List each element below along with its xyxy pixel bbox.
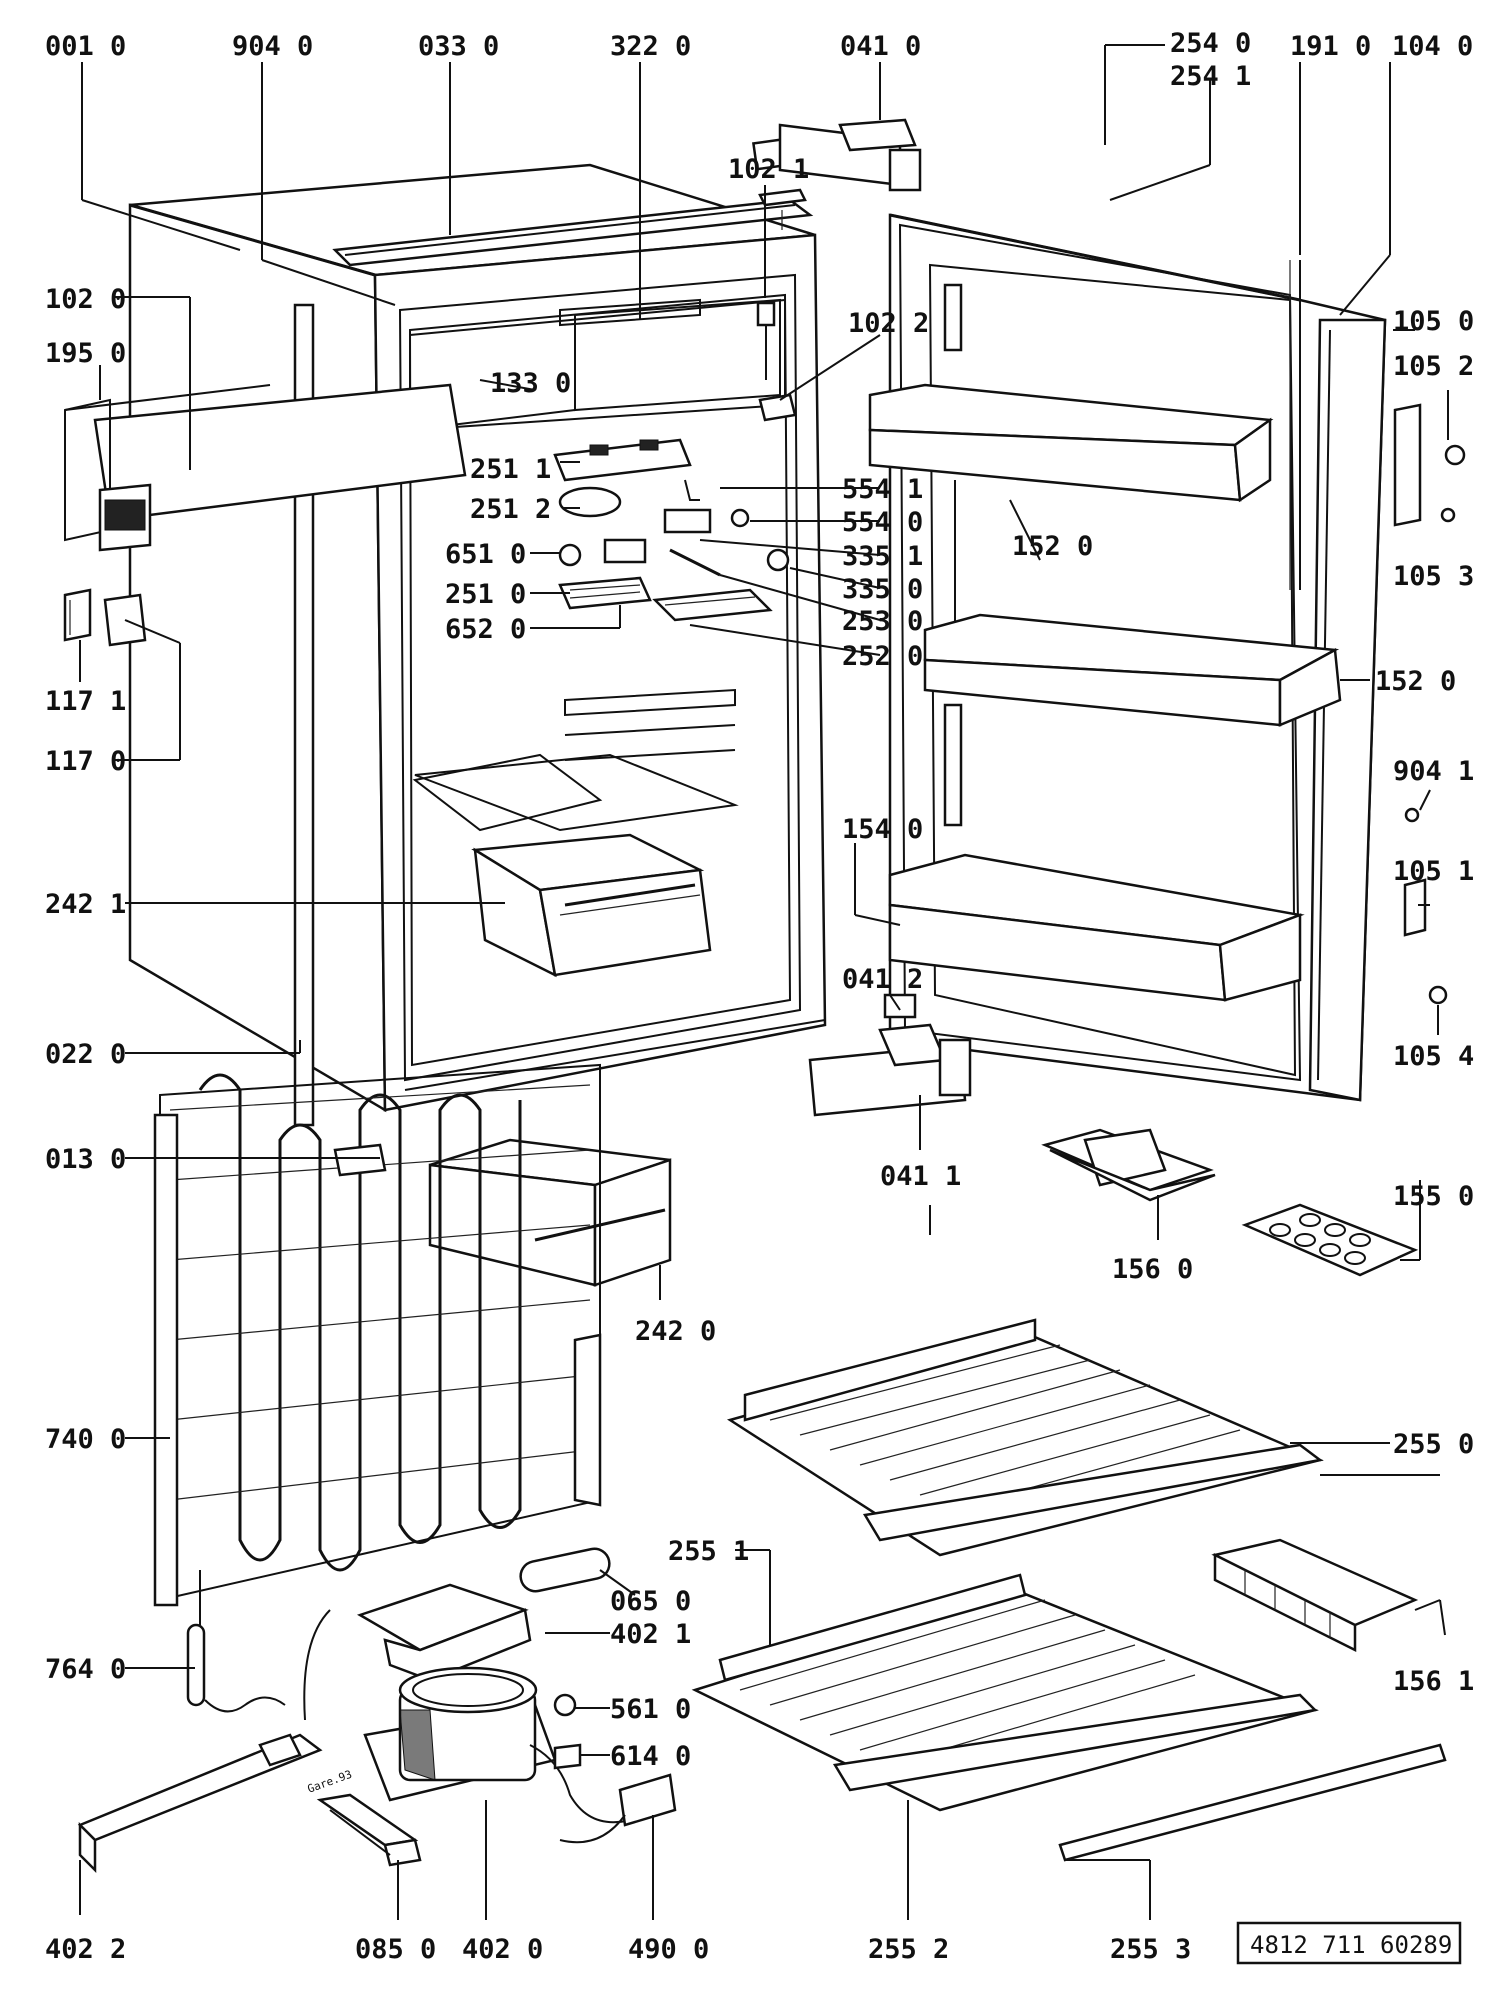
part-callout-322-0: 322 0	[610, 31, 691, 62]
part-callout-253-0: 253 0	[842, 606, 923, 637]
part-callout-402-0: 402 0	[462, 1934, 543, 1965]
part-callout-105-1: 105 1	[1393, 856, 1474, 887]
part-callout-335-0: 335 0	[842, 574, 923, 605]
part-callout-490-0: 490 0	[628, 1934, 709, 1965]
part-callout-105-4: 105 4	[1393, 1041, 1474, 1072]
part-callout-105-3: 105 3	[1393, 561, 1474, 592]
condenser	[153, 1063, 602, 1607]
part-callout-191-0: 191 0	[1290, 31, 1371, 62]
part-callout-104-0: 104 0	[1392, 31, 1473, 62]
part-callout-117-0: 117 0	[45, 746, 126, 777]
top-strip-part	[332, 198, 814, 267]
part-callout-156-1: 156 1	[1393, 1666, 1474, 1697]
butter-dish	[1041, 1128, 1216, 1202]
part-callout-041-0: 041 0	[840, 31, 921, 62]
part-callout-155-0: 155 0	[1393, 1181, 1474, 1212]
part-callout-152-0: 152 0	[1012, 531, 1093, 562]
door-shelf-upper	[868, 383, 1274, 503]
part-callout-254-0: 254 0	[1170, 28, 1251, 59]
relay-parts	[553, 1693, 582, 1770]
part-callout-652-0: 652 0	[445, 614, 526, 645]
part-callout-554-0: 554 0	[842, 507, 923, 538]
part-callout-242-1: 242 1	[45, 889, 126, 920]
part-callout-085-0: 085 0	[355, 1934, 436, 1965]
part-callout-102-1: 102 1	[728, 154, 809, 185]
power-plug	[559, 1773, 677, 1844]
part-callout-156-0: 156 0	[1112, 1254, 1193, 1285]
compressor-bracket	[356, 1583, 532, 1682]
capillary-drier	[186, 1570, 286, 1713]
part-callout-001-0: 001 0	[45, 31, 126, 62]
part-callout-252-0: 252 0	[842, 641, 923, 672]
part-callout-255-0: 255 0	[1393, 1429, 1474, 1460]
part-callout-254-1: 254 1	[1170, 61, 1251, 92]
part-callout-651-0: 651 0	[445, 539, 526, 570]
part-callout-065-0: 065 0	[610, 1586, 691, 1617]
part-callout-022-0: 022 0	[45, 1039, 126, 1070]
part-callout-117-1: 117 1	[45, 686, 126, 717]
part-callout-255-3: 255 3	[1110, 1934, 1191, 1965]
door-hinge-lower	[808, 993, 972, 1117]
part-callout-242-0: 242 0	[635, 1316, 716, 1347]
part-callout-554-1: 554 1	[842, 474, 923, 505]
part-callout-041-2: 041 2	[842, 964, 923, 995]
part-callout-102-2: 102 2	[848, 308, 929, 339]
part-callout-041-1: 041 1	[880, 1161, 961, 1192]
light-bulb-holder	[756, 301, 797, 422]
part-callout-251-0: 251 0	[445, 579, 526, 610]
cabinet-inner-shelves	[412, 688, 739, 832]
part-callout-255-2: 255 2	[868, 1934, 949, 1965]
part-callout-561-0: 561 0	[610, 1694, 691, 1725]
part-callout-614-0: 614 0	[610, 1741, 691, 1772]
tube-part	[519, 1547, 611, 1593]
ice-cube-tray	[1211, 1538, 1419, 1653]
crisper-drawer-upper	[471, 833, 712, 978]
part-callout-154-0: 154 0	[842, 814, 923, 845]
part-callout-102-0: 102 0	[45, 284, 126, 315]
door-side-hardware	[1393, 403, 1466, 1005]
part-callout-904-0: 904 0	[232, 31, 313, 62]
door-shelf-lower	[888, 853, 1305, 1002]
part-callout-105-2: 105 2	[1393, 351, 1474, 382]
part-callout-255-1: 255 1	[668, 1536, 749, 1567]
glass-shelf-upper	[726, 1318, 1324, 1557]
part-callout-033-0: 033 0	[418, 31, 499, 62]
document-number-box: 4812 711 60289	[1236, 1921, 1462, 1965]
mounting-plate	[77, 1609, 331, 1874]
part-callout-195-0: 195 0	[45, 338, 126, 369]
part-callout-335-1: 335 1	[842, 541, 923, 572]
part-callout-013-0: 013 0	[45, 1144, 126, 1175]
compressor-foot	[316, 1793, 422, 1867]
glass-shelf-lower	[691, 1573, 1319, 1812]
part-callout-402-2: 402 2	[45, 1934, 126, 1965]
date-stamp: Gare.93	[306, 1768, 354, 1796]
part-callout-133-0: 133 0	[490, 368, 571, 399]
door-shelf-middle	[923, 613, 1342, 727]
part-callout-251-2: 251 2	[470, 494, 551, 525]
door-front-panel	[64, 383, 467, 552]
door-hinge-upper	[778, 118, 922, 192]
compressor	[363, 1666, 631, 1824]
part-callout-251-1: 251 1	[470, 454, 551, 485]
part-callout-764-0: 764 0	[45, 1654, 126, 1685]
part-callout-402-1: 402 1	[610, 1619, 691, 1650]
part-callout-152-0: 152 0	[1375, 666, 1456, 697]
leader-lines	[79, 44, 1449, 1920]
hinge-cover	[63, 588, 147, 647]
part-callout-740-0: 740 0	[45, 1424, 126, 1455]
shelf-trim-strip	[1058, 1743, 1447, 1862]
crisper-drawer-lower	[428, 1138, 672, 1287]
part-callout-904-1: 904 1	[1393, 756, 1474, 787]
part-callout-105-0: 105 0	[1393, 306, 1474, 337]
egg-tray	[1241, 1203, 1419, 1277]
document-number: 4812 711 60289	[1250, 1931, 1452, 1959]
